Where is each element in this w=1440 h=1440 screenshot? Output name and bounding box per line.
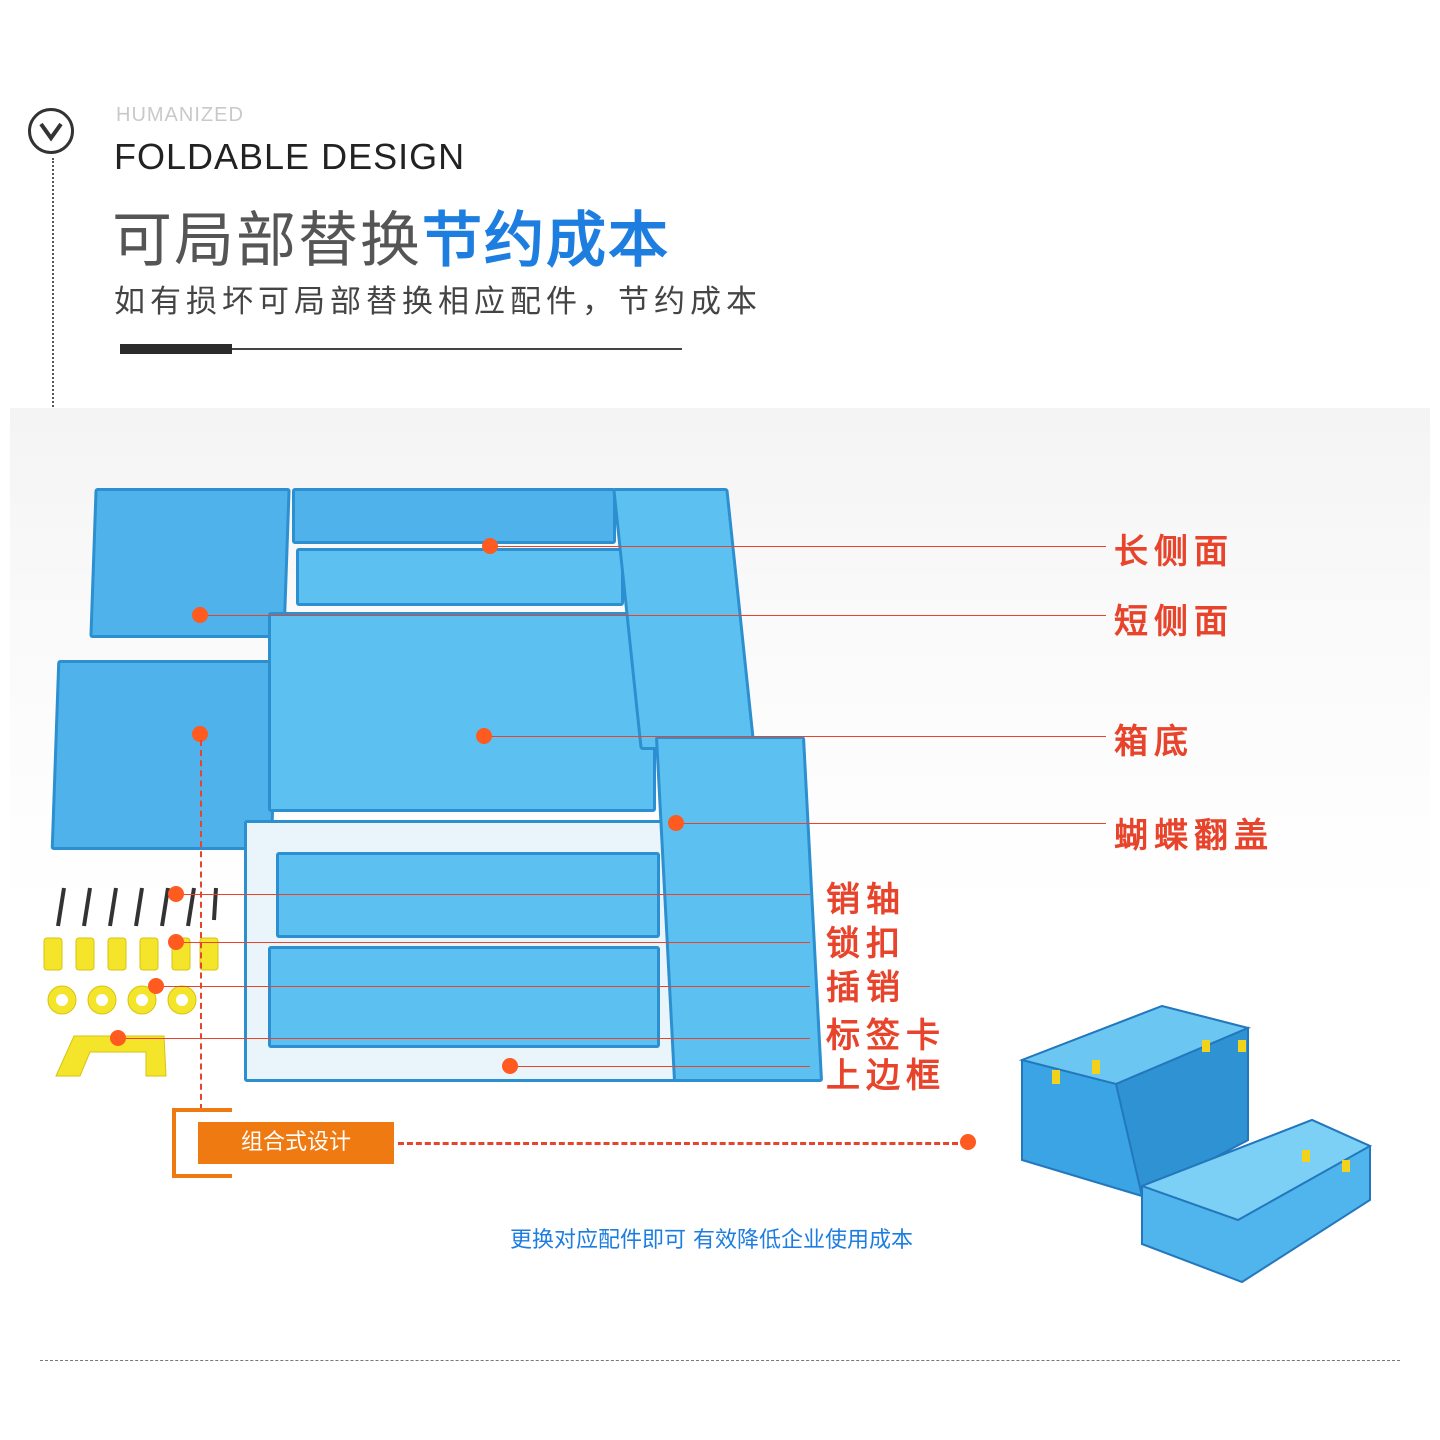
title-part1: 可局部替换 xyxy=(112,206,422,276)
leader-lock-buckle xyxy=(176,942,810,943)
leader-insert-pin xyxy=(156,986,810,987)
leader-top-frame xyxy=(510,1066,810,1067)
label-pin-shaft: 销轴 xyxy=(826,880,906,920)
page-subtitle: 如有损坏可局部替换相应配件，节约成本 xyxy=(114,284,762,320)
pin-shafts-icon xyxy=(56,887,218,927)
header-kicker: HUMANIZED xyxy=(116,104,244,126)
bottom-divider xyxy=(40,1360,1400,1361)
badge-connector-vertical xyxy=(200,740,202,1110)
marker-dot xyxy=(482,538,498,554)
long-side-panel-lower1 xyxy=(276,852,660,938)
label-insert-pin: 插销 xyxy=(826,968,906,1008)
badge-bracket xyxy=(172,1108,232,1178)
leader-long-side xyxy=(490,546,1106,547)
label-butterfly-lid: 蝴蝶翻盖 xyxy=(1114,816,1274,856)
marker-dot xyxy=(168,886,184,902)
leader-pin-shaft xyxy=(176,894,810,895)
marker-dot xyxy=(960,1134,976,1150)
label-card-icon xyxy=(55,1035,167,1077)
marker-dot xyxy=(668,815,684,831)
label-top-frame: 上边框 xyxy=(826,1056,946,1096)
butterfly-lid-bottom xyxy=(654,736,824,1082)
long-side-panel-top xyxy=(292,488,616,544)
marker-dot xyxy=(502,1058,518,1074)
marker-dot xyxy=(148,978,164,994)
title-part2-highlight: 节约成本 xyxy=(422,206,670,276)
bottom-caption: 更换对应配件即可 有效降低企业使用成本 xyxy=(510,1228,913,1253)
long-side-panel-lower2 xyxy=(268,946,660,1048)
label-long-side: 长侧面 xyxy=(1114,532,1234,572)
leader-label-card xyxy=(118,1038,810,1039)
marker-dot xyxy=(192,607,208,623)
modular-design-badge: 组合式设计 xyxy=(198,1122,394,1164)
chevron-down-icon xyxy=(28,108,74,154)
label-short-side: 短侧面 xyxy=(1114,602,1234,642)
long-side-panel-mid xyxy=(296,548,624,606)
assembled-box-icon xyxy=(1018,1004,1373,1284)
label-lock-buckle: 锁扣 xyxy=(826,924,906,964)
marker-dot xyxy=(168,934,184,950)
lock-buckles-icon xyxy=(43,937,219,971)
divider-thick xyxy=(120,344,232,354)
marker-dot xyxy=(110,1030,126,1046)
header-heading: FOLDABLE DESIGN xyxy=(114,136,466,177)
leader-butterfly-lid xyxy=(676,823,1106,824)
leader-bottom xyxy=(484,736,1106,737)
divider-thin xyxy=(232,348,682,350)
leader-short-side xyxy=(200,615,1106,616)
marker-dot xyxy=(192,726,208,742)
label-label-card: 标签卡 xyxy=(826,1016,946,1056)
insert-pins-icon xyxy=(47,985,197,1015)
box-bottom-panel xyxy=(268,612,656,812)
page-title: 可局部替换节约成本 xyxy=(112,192,670,279)
label-bottom: 箱底 xyxy=(1114,722,1194,762)
marker-dot xyxy=(476,728,492,744)
badge-connector-dashed xyxy=(398,1142,958,1145)
